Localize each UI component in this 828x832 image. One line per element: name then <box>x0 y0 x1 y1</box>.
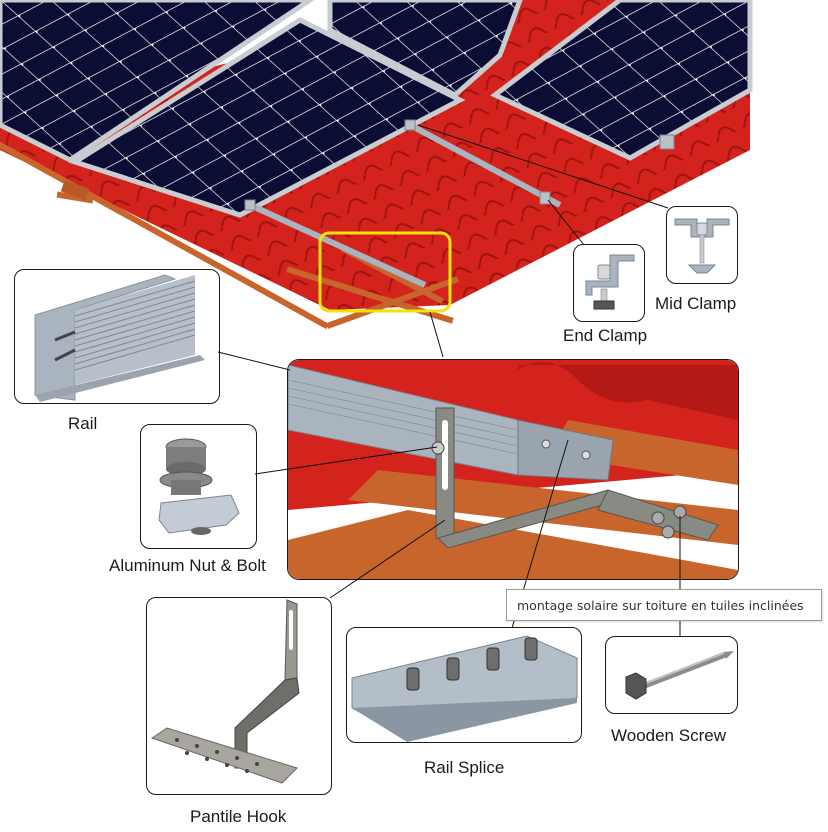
nut-bolt-card <box>140 424 257 549</box>
image-alt-tooltip: montage solaire sur toiture en tuiles in… <box>506 589 822 621</box>
end-clamp-label: End Clamp <box>563 326 648 345</box>
mid-clamp-icon <box>674 218 730 274</box>
mounting-rails <box>248 122 562 288</box>
rail-label: Rail <box>68 414 98 433</box>
solar-panels <box>0 0 753 218</box>
batten-block <box>60 179 90 201</box>
wooden-screw-icon <box>625 651 734 700</box>
leader-lines <box>417 124 669 358</box>
nut-bolt-label: Aluminum Nut & Bolt <box>109 556 266 575</box>
pantile-hook-card <box>146 597 332 795</box>
rail-clamps <box>244 119 675 211</box>
roof-illustration <box>0 0 753 358</box>
solar-panel <box>490 0 753 161</box>
wooden-screw-label: Wooden Screw <box>611 726 726 745</box>
wooden-screw-card <box>605 636 738 714</box>
detail-inset <box>287 359 739 580</box>
pantile-hook-label: Pantile Hook <box>190 807 287 826</box>
rail-splice-label: Rail Splice <box>424 758 505 777</box>
solar-panel <box>0 0 315 163</box>
rail-splice-icon <box>351 635 578 742</box>
solar-panel <box>327 0 523 99</box>
nut-bolt-icon <box>158 438 240 535</box>
solar-panel <box>69 17 466 218</box>
end-clamp-card <box>573 244 645 322</box>
end-clamp-icon <box>585 254 635 310</box>
rail-icon <box>34 274 205 402</box>
detail-illustration <box>288 360 738 579</box>
mid-clamp-label: Mid Clamp <box>655 294 737 313</box>
highlight-box <box>318 231 452 313</box>
mid-clamp-card <box>666 206 738 284</box>
pantile-hook-icon <box>150 599 300 784</box>
rail-card <box>14 269 220 404</box>
rail-splice-card <box>346 627 582 743</box>
